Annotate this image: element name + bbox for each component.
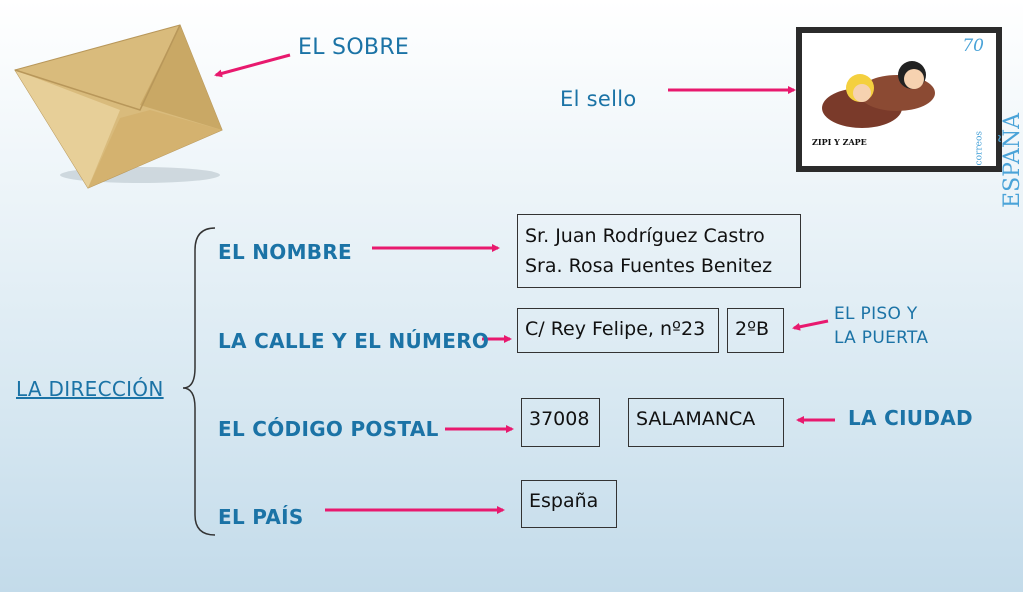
city-box: SALAMANCA <box>628 398 784 447</box>
name-box: Sr. Juan Rodríguez Castro Sra. Rosa Fuen… <box>517 214 801 288</box>
name-line-2: Sra. Rosa Fuentes Benitez <box>525 255 773 277</box>
city-label: LA CIUDAD <box>848 406 973 430</box>
floor-label-line-1: EL PISO Y <box>834 304 918 324</box>
stamp-country: ESPAÑA <box>1000 113 1023 208</box>
name-line-1: Sr. Juan Rodríguez Castro <box>525 225 765 247</box>
envelope-label: EL SOBRE <box>298 35 410 60</box>
stamp-illustration <box>822 61 935 128</box>
floor-label-line-2: LA PUERTA <box>834 328 929 348</box>
stamp-label: El sello <box>560 87 637 111</box>
floor-box: 2ºB <box>727 308 784 353</box>
street-box: C/ Rey Felipe, nº23 <box>517 308 719 353</box>
envelope-icon <box>14 24 223 189</box>
country-box: España <box>521 480 617 528</box>
street-label: LA CALLE Y EL NÚMERO <box>218 329 490 353</box>
name-label: EL NOMBRE <box>218 240 353 264</box>
address-title: LA DIRECCIÓN <box>16 377 164 401</box>
postal-label: EL CÓDIGO POSTAL <box>218 417 439 441</box>
stamp-image: 70 ESPAÑA correos ZIPI Y ZAPE <box>796 27 1023 208</box>
country-label: EL PAÍS <box>218 505 304 529</box>
arrow-floor <box>792 319 829 331</box>
stamp-brand: correos <box>974 131 984 166</box>
stamp-value: 70 <box>962 36 984 56</box>
arrow-to-envelope <box>214 53 291 78</box>
floor-label: EL PISO Y LA PUERTA <box>834 302 928 350</box>
brace <box>182 227 216 536</box>
stamp-caption: ZIPI Y ZAPE <box>812 137 867 147</box>
postal-box: 37008 <box>521 398 600 447</box>
